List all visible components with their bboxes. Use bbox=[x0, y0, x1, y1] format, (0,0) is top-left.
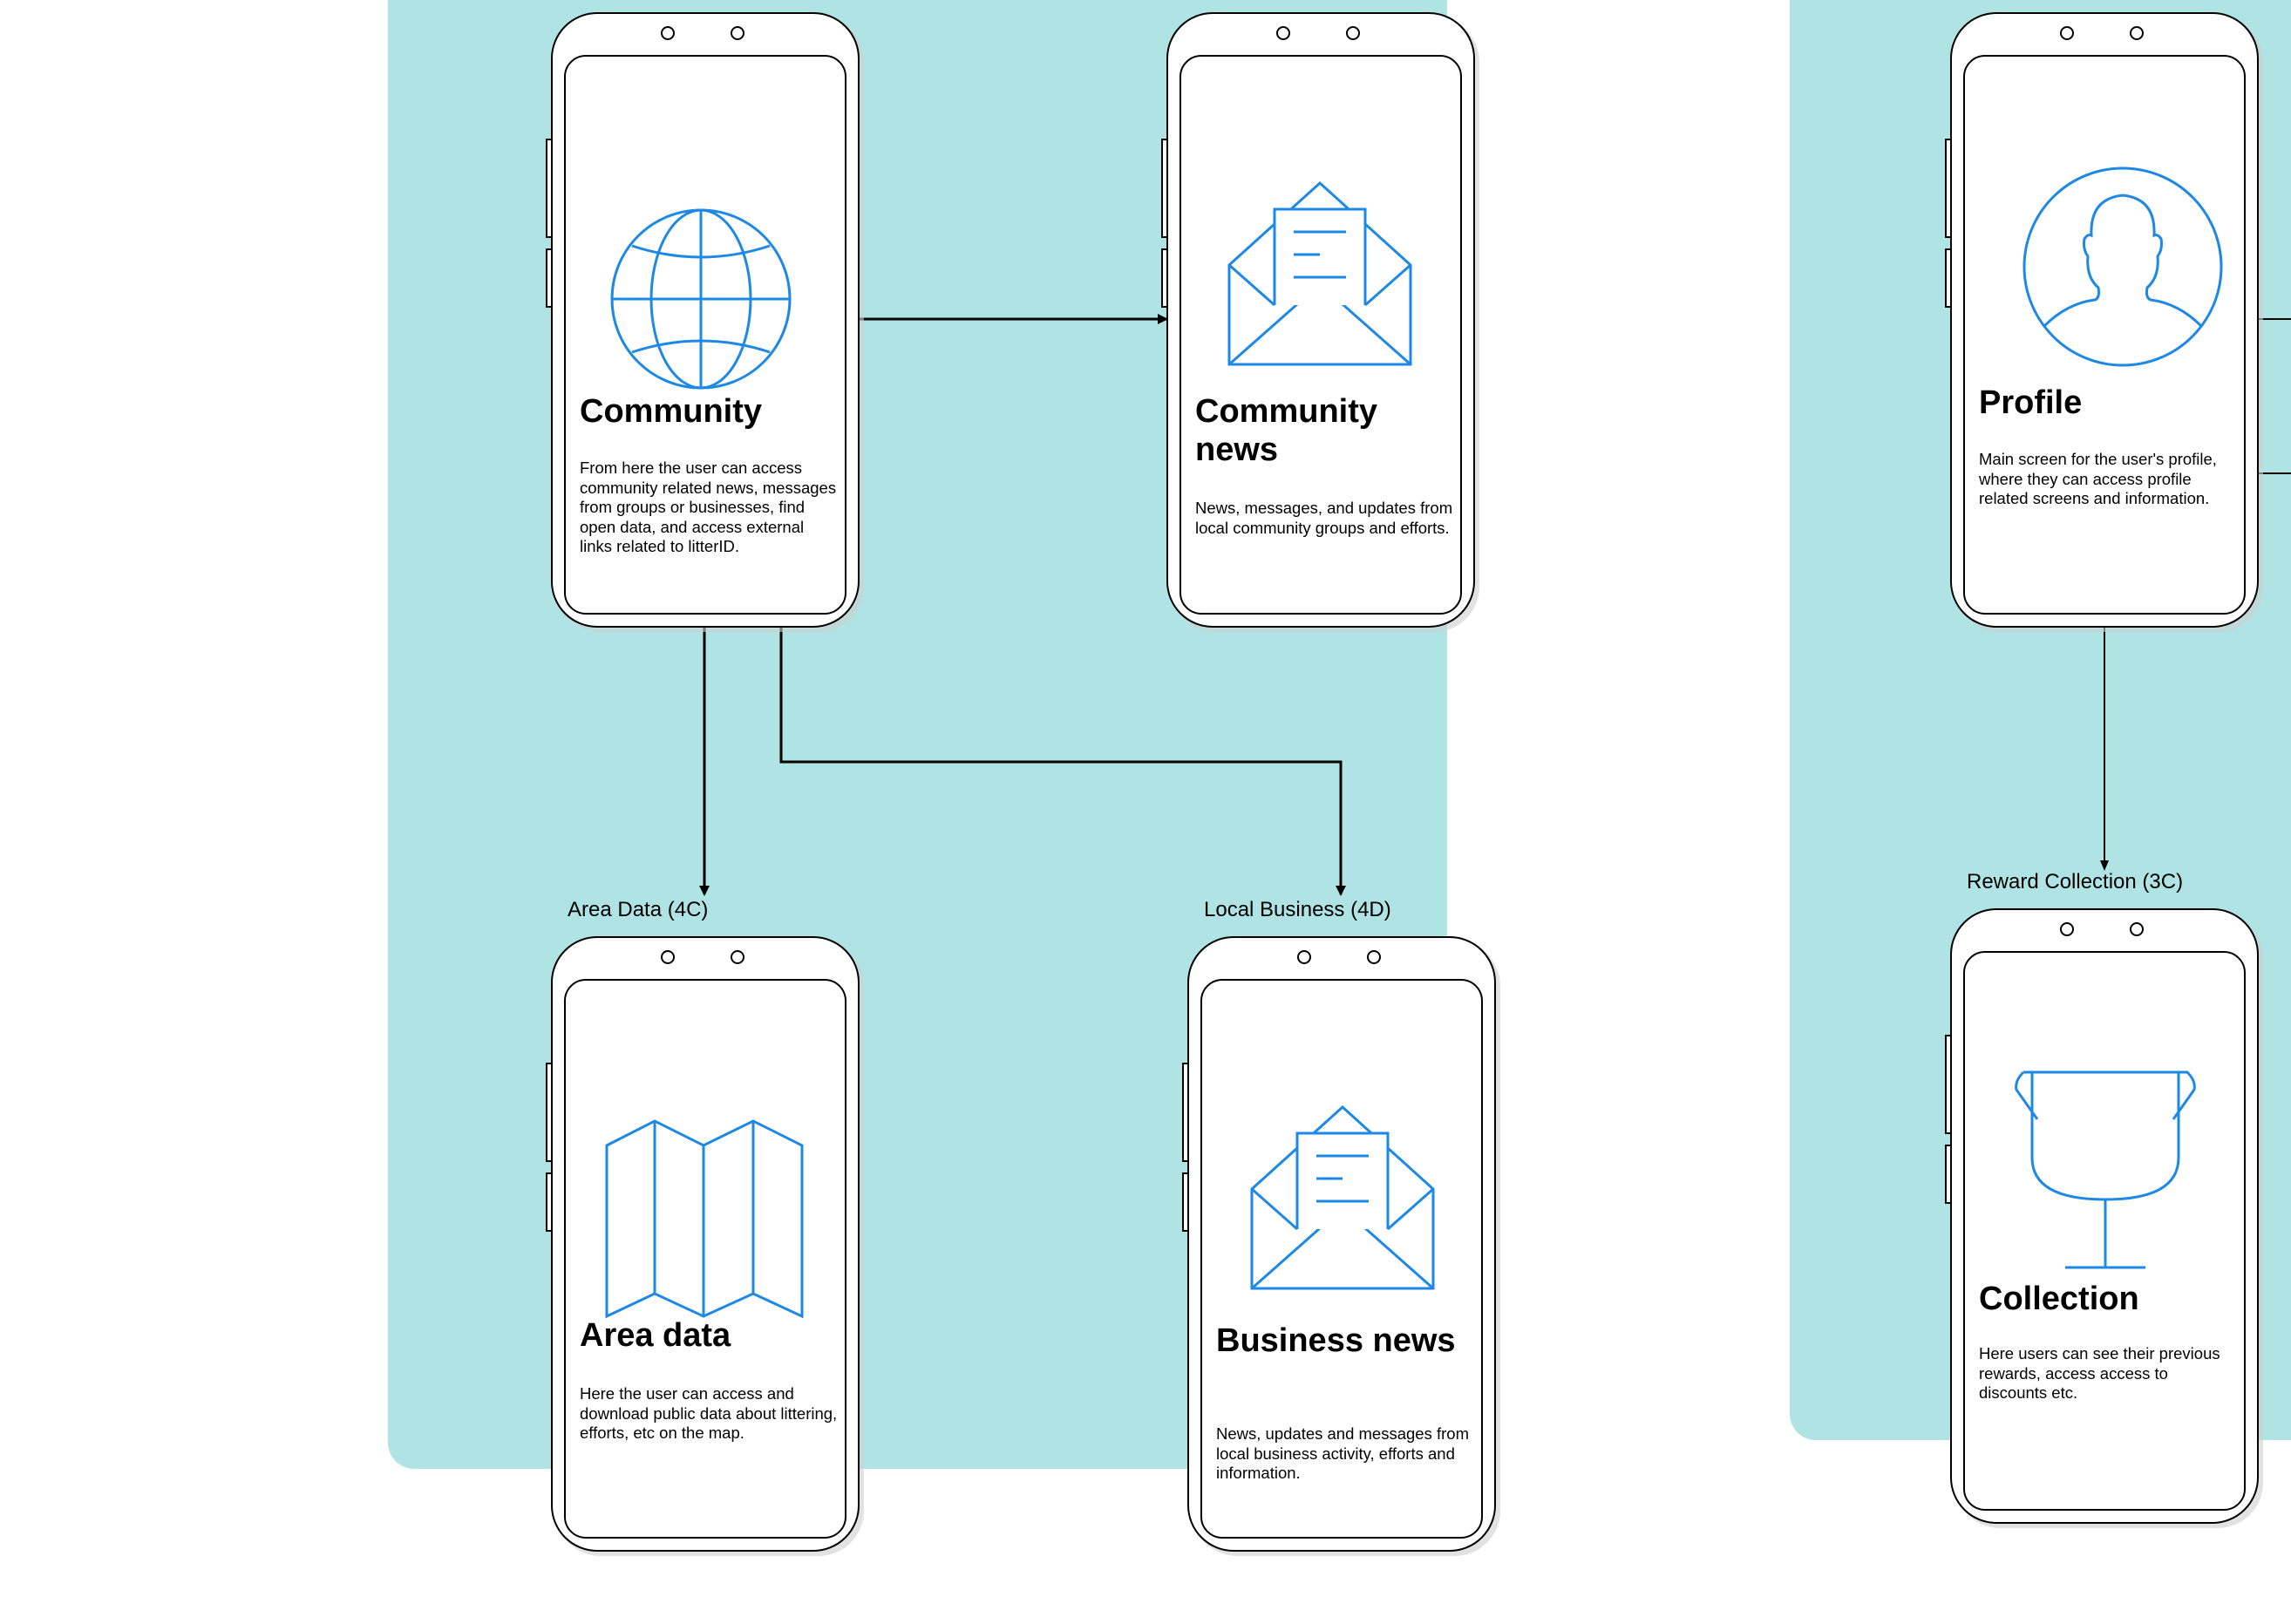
screen-description: Main screen for the user's profile, wher… bbox=[1979, 450, 2217, 507]
connector-community-to-community-news bbox=[842, 314, 1168, 330]
stage-label-area-data: Area Data (4C) bbox=[568, 898, 709, 921]
screen-title: Community bbox=[580, 393, 762, 430]
phone-frame bbox=[546, 12, 864, 632]
screen-description: Here the user can access and download pu… bbox=[580, 1384, 838, 1442]
phone-screen-business-news[interactable]: Business news News, updates and messages… bbox=[1182, 936, 1500, 1556]
screen-description: News, updates and messages from local bu… bbox=[1216, 1424, 1469, 1482]
phone-screen-community-news[interactable]: Community news News, messages, and updat… bbox=[1161, 12, 1479, 632]
phone-frame bbox=[1161, 12, 1479, 632]
screen-title: Collection bbox=[1979, 1281, 2139, 1317]
screen-title: Community news bbox=[1195, 393, 1377, 468]
phone-frame bbox=[1945, 12, 2263, 632]
screen-description: From here the user can access community … bbox=[580, 459, 837, 555]
globe-icon bbox=[610, 208, 792, 390]
folded-map-icon bbox=[605, 1119, 804, 1319]
screen-title: Profile bbox=[1979, 384, 2083, 421]
phone-screen-area-data[interactable]: Area data Here the user can access and d… bbox=[546, 936, 864, 1556]
screen-title: Business news bbox=[1216, 1322, 1456, 1359]
screen-description: Here users can see their previous reward… bbox=[1979, 1344, 2220, 1402]
phone-frame bbox=[546, 936, 864, 1556]
phone-screen-community[interactable]: Community From here the user can access … bbox=[546, 12, 864, 632]
envelope-letter-icon bbox=[1227, 180, 1412, 366]
envelope-letter-icon bbox=[1250, 1104, 1435, 1290]
screen-description: News, messages, and updates from local c… bbox=[1195, 499, 1453, 537]
phone-frame bbox=[1182, 936, 1500, 1556]
stage-label-reward-collection: Reward Collection (3C) bbox=[1967, 870, 2184, 894]
connector-community-to-business-news bbox=[779, 628, 1346, 896]
phone-screen-profile[interactable]: Profile Main screen for the user's profi… bbox=[1945, 12, 2263, 632]
phone-screen-collection[interactable]: Collection Here users can see their prev… bbox=[1945, 908, 2263, 1528]
trophy-icon bbox=[2015, 1070, 2196, 1269]
phone-frame bbox=[1945, 908, 2263, 1528]
user-avatar-icon bbox=[2022, 166, 2223, 367]
stage-label-local-business: Local Business (4D) bbox=[1204, 898, 1391, 921]
screen-title: Area data bbox=[580, 1317, 731, 1354]
